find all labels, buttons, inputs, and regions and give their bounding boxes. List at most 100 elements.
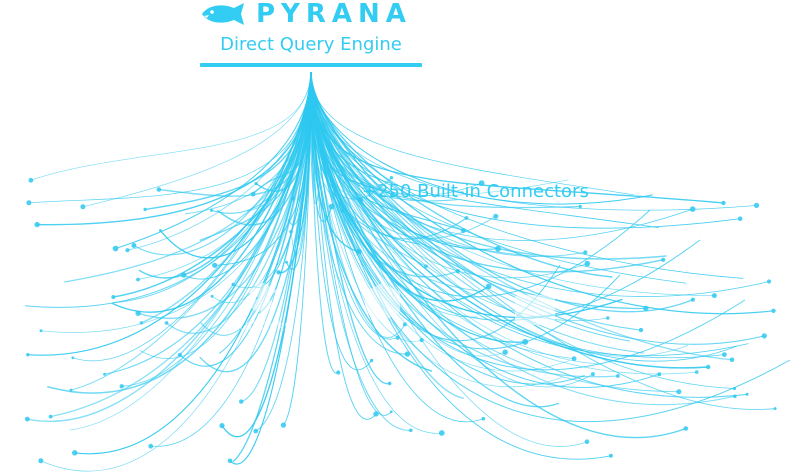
fiber-endpoint (424, 264, 428, 269)
fiber-endpoint (250, 191, 256, 197)
databricks-logo (246, 282, 278, 314)
fiber-endpoint (733, 394, 737, 399)
fiber-endpoint (285, 260, 288, 264)
fiber-line (82, 71, 312, 208)
fiber-endpoint (771, 308, 776, 313)
fiber-endpoint (111, 295, 116, 299)
fiber-endpoint (690, 297, 696, 302)
brand-underline (200, 63, 422, 67)
fiber-endpoint (26, 200, 32, 206)
fiber-endpoint (584, 439, 590, 445)
fiber-line (310, 71, 748, 398)
fiber-endpoint (143, 207, 147, 212)
fiber-endpoint (438, 430, 445, 436)
fiber-endpoint (389, 176, 394, 180)
fiber-endpoint (766, 279, 772, 284)
fiber-endpoint (395, 335, 400, 340)
fiber-endpoint (761, 333, 767, 339)
fiber-line (310, 71, 701, 321)
fiber-line (40, 71, 312, 472)
fiber-endpoint (721, 200, 726, 206)
fiber-line (74, 71, 312, 455)
fiber-line (310, 71, 741, 229)
fiber-endpoint (522, 338, 529, 345)
fiber-endpoint (689, 206, 696, 212)
fiber-endpoint (773, 407, 777, 411)
fiber-endpoints (24, 176, 777, 464)
fiber-line (310, 71, 634, 196)
fiber-line (310, 71, 479, 318)
fiber-endpoint (369, 358, 374, 363)
fiber-endpoint (732, 386, 737, 391)
fiber-endpoint (402, 322, 407, 327)
fiber-endpoint (39, 329, 43, 333)
fiber-endpoint (390, 192, 394, 197)
snowflake-logo (515, 295, 555, 325)
fiber-endpoint (356, 248, 362, 255)
fiber-endpoint (643, 305, 649, 312)
fiber-endpoint (26, 353, 30, 357)
fiber-lines (24, 71, 791, 472)
fiber-endpoint (156, 187, 162, 192)
fiber-line (138, 71, 312, 279)
fiber-endpoint (80, 204, 86, 210)
fiber-line (112, 71, 312, 304)
fiber-endpoint (694, 370, 699, 374)
fiber-endpoint (502, 349, 508, 355)
fiber-line (310, 71, 757, 211)
fiber-endpoint (328, 203, 335, 210)
fiber-endpoint (638, 327, 644, 333)
fiber-endpoint (38, 458, 44, 464)
fiber-line (310, 71, 791, 423)
fiber-endpoint (24, 416, 30, 422)
fiber-endpoint (276, 270, 281, 275)
fiber-endpoint (706, 364, 711, 370)
fiber-line (159, 71, 312, 259)
fiber-endpoint (164, 321, 169, 325)
fiber-line (217, 71, 312, 226)
fiber-endpoint (103, 372, 107, 376)
fiber-endpoint (481, 416, 486, 421)
fiber-endpoint (464, 216, 469, 220)
databricks-logo-label: databricks (223, 319, 291, 334)
fiber-endpoint (219, 423, 225, 429)
fiber-endpoint (608, 453, 613, 458)
fiber-line (310, 71, 733, 361)
fiber-line (310, 71, 687, 439)
fiber-endpoint (455, 269, 460, 274)
fiber-endpoint (227, 458, 233, 464)
brand-block: PYRANA Direct Query Engine (200, 0, 422, 70)
fiber-endpoint (181, 272, 187, 278)
fiber-endpoint (159, 229, 162, 232)
fiber-endpoint (125, 248, 130, 253)
fiber-endpoint (616, 374, 620, 378)
fiber-line (150, 71, 312, 447)
fiber-endpoint (419, 338, 424, 343)
fiber-endpoint (722, 352, 727, 357)
fiber-endpoint (590, 372, 595, 377)
fiber-endpoint (676, 389, 682, 395)
fiber-endpoint (136, 277, 140, 282)
fiber-endpoint (683, 426, 689, 431)
fiber-endpoint (34, 221, 40, 228)
fiber-endpoint (239, 399, 244, 404)
fiber-endpoint (753, 202, 760, 208)
fiber-endpoint (737, 216, 743, 221)
fiber-endpoint (280, 422, 286, 428)
fiber-endpoint (493, 213, 499, 219)
fiber-endpoint (139, 321, 143, 325)
fiber-line (310, 71, 660, 388)
brand-name: PYRANA (256, 0, 412, 29)
fiber-endpoint (478, 180, 485, 187)
fiber-line (310, 71, 411, 431)
bigquery-logo (365, 283, 400, 322)
connectors-label: +250 Built-in Connectors (362, 181, 589, 202)
fiber-endpoint (661, 257, 666, 262)
fiber-endpoint (69, 388, 73, 392)
fiber-endpoint (72, 450, 78, 456)
fiber-endpoint (584, 260, 591, 267)
fiber-endpoint (606, 316, 610, 320)
fiber-line (30, 71, 312, 181)
faded-connector-logos: databricks (223, 282, 555, 334)
